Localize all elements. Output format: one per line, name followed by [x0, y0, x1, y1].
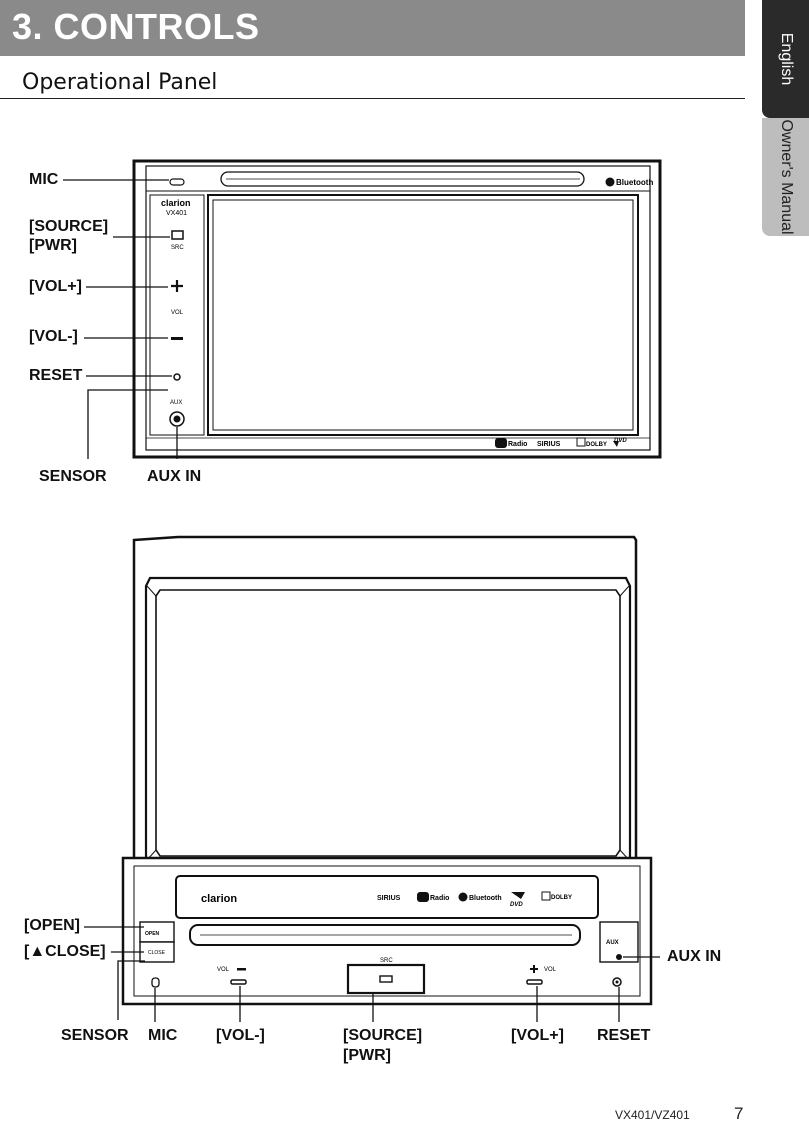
vol-up-button — [171, 280, 183, 292]
section-title: Operational Panel — [22, 70, 218, 95]
flip-brand: clarion — [201, 893, 237, 905]
callout-flip-source: [SOURCE] — [343, 1027, 423, 1044]
flip-dvd-label: DVD — [510, 902, 523, 908]
callout-flip-vol-down: [VOL-] — [216, 1027, 265, 1044]
flip-close-label: CLOSE — [148, 950, 166, 956]
flip-mic-hole — [151, 977, 160, 988]
section-rule — [0, 98, 745, 99]
reset-hole — [173, 373, 181, 381]
flip-src-label: SRC — [380, 958, 393, 964]
flip-logo-strip — [175, 875, 599, 919]
flip-bluetooth-label: Bluetooth — [469, 895, 502, 902]
vol-down-button — [171, 337, 183, 340]
chapter-title: 3. CONTROLS — [12, 6, 260, 47]
flip-aux-jack — [616, 954, 622, 960]
callout-open: [OPEN] — [24, 917, 80, 934]
callout-vol-up: [VOL+] — [29, 278, 82, 295]
source-button — [171, 230, 184, 240]
flip-source-button — [346, 963, 426, 995]
fixed-src-label: SRC — [171, 245, 184, 251]
fixed-dvd-label: DVD — [614, 438, 627, 444]
mic-hole — [169, 178, 185, 186]
flip-dolby-label: DOLBY — [551, 895, 572, 901]
callout-flip-pwr: [PWR] — [343, 1047, 391, 1064]
flip-aux-label: AUX — [606, 940, 619, 946]
callout-pwr: [PWR] — [29, 237, 77, 254]
callout-flip-sensor: SENSOR — [61, 1027, 129, 1044]
callout-flip-mic: MIC — [148, 1027, 178, 1044]
footer-model-numbers: VX401/VZ401 — [615, 1108, 690, 1122]
screen-inner — [212, 199, 634, 431]
fixed-model: VX401 — [166, 210, 187, 217]
fixed-vol-label: VOL — [171, 310, 184, 316]
fixed-aux-label: AUX — [170, 400, 182, 406]
callout-sensor: SENSOR — [39, 468, 107, 485]
callout-flip-vol-up: [VOL+] — [511, 1027, 564, 1044]
flip-vol-up-label: VOL — [544, 967, 557, 973]
page-number: 7 — [734, 1104, 744, 1123]
callout-reset: RESET — [29, 367, 83, 384]
callout-vol-down: [VOL-] — [29, 328, 78, 345]
flip-screen — [155, 589, 621, 857]
tab-english[interactable]: English — [762, 0, 809, 118]
flip-open-label: OPEN — [145, 931, 160, 937]
callout-source: [SOURCE] — [29, 218, 109, 235]
callout-aux-in: AUX IN — [147, 468, 202, 485]
fixed-brand: clarion — [161, 198, 191, 208]
tab-owners-manual[interactable]: Owner's Manual — [762, 118, 809, 236]
fixed-bluetooth-label: Bluetooth — [616, 178, 653, 187]
flip-vol-up-button — [526, 979, 543, 985]
callout-flip-reset: RESET — [597, 1027, 651, 1044]
flip-sirius-label: SIRIUS — [377, 895, 401, 902]
fixed-hd-radio-label: Radio — [508, 441, 527, 448]
flip-hd-radio-label: Radio — [430, 895, 449, 902]
callout-flip-aux-in: AUX IN — [667, 948, 722, 965]
fixed-dolby-label: DOLBY — [586, 442, 607, 448]
flip-vol-down-button — [230, 979, 247, 985]
callout-mic: MIC — [29, 171, 59, 188]
callout-close: [▲CLOSE] — [24, 943, 106, 960]
header-bar — [0, 0, 745, 56]
flip-vol-down-label: VOL — [217, 967, 230, 973]
fixed-sirius-label: SIRIUS — [537, 441, 561, 448]
